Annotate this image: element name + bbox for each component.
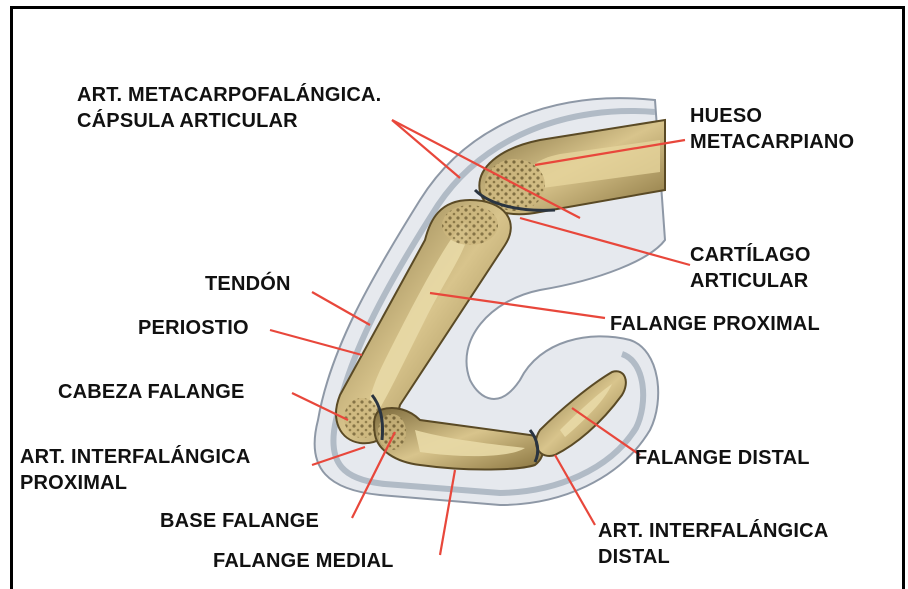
label-interfal-dist-line1: ART. INTERFALÁNGICA <box>598 520 828 543</box>
label-falange-proximal: FALANGE PROXIMAL <box>610 313 820 336</box>
label-metacarpo-line2: CÁPSULA ARTICULAR <box>77 110 298 133</box>
label-interfal-prox-line2: PROXIMAL <box>20 472 127 495</box>
label-cartilago-line2: ARTICULAR <box>690 270 808 293</box>
label-cabeza-falange: CABEZA FALANGE <box>58 381 245 404</box>
label-interfal-prox-line1: ART. INTERFALÁNGICA <box>20 446 250 469</box>
label-periostio: PERIOSTIO <box>138 317 249 340</box>
label-metacarpo-line1: ART. METACARPOFALÁNGICA. <box>77 84 381 107</box>
label-base-falange: BASE FALANGE <box>160 510 319 533</box>
label-hueso-line1: HUESO <box>690 105 762 128</box>
label-cartilago-line1: CARTÍLAGO <box>690 244 811 267</box>
label-hueso-line2: METACARPIANO <box>690 131 854 154</box>
label-tendon: TENDÓN <box>205 273 291 296</box>
label-falange-medial: FALANGE MEDIAL <box>213 550 394 573</box>
label-falange-distal: FALANGE DISTAL <box>635 447 810 470</box>
label-interfal-dist-line2: DISTAL <box>598 546 670 569</box>
